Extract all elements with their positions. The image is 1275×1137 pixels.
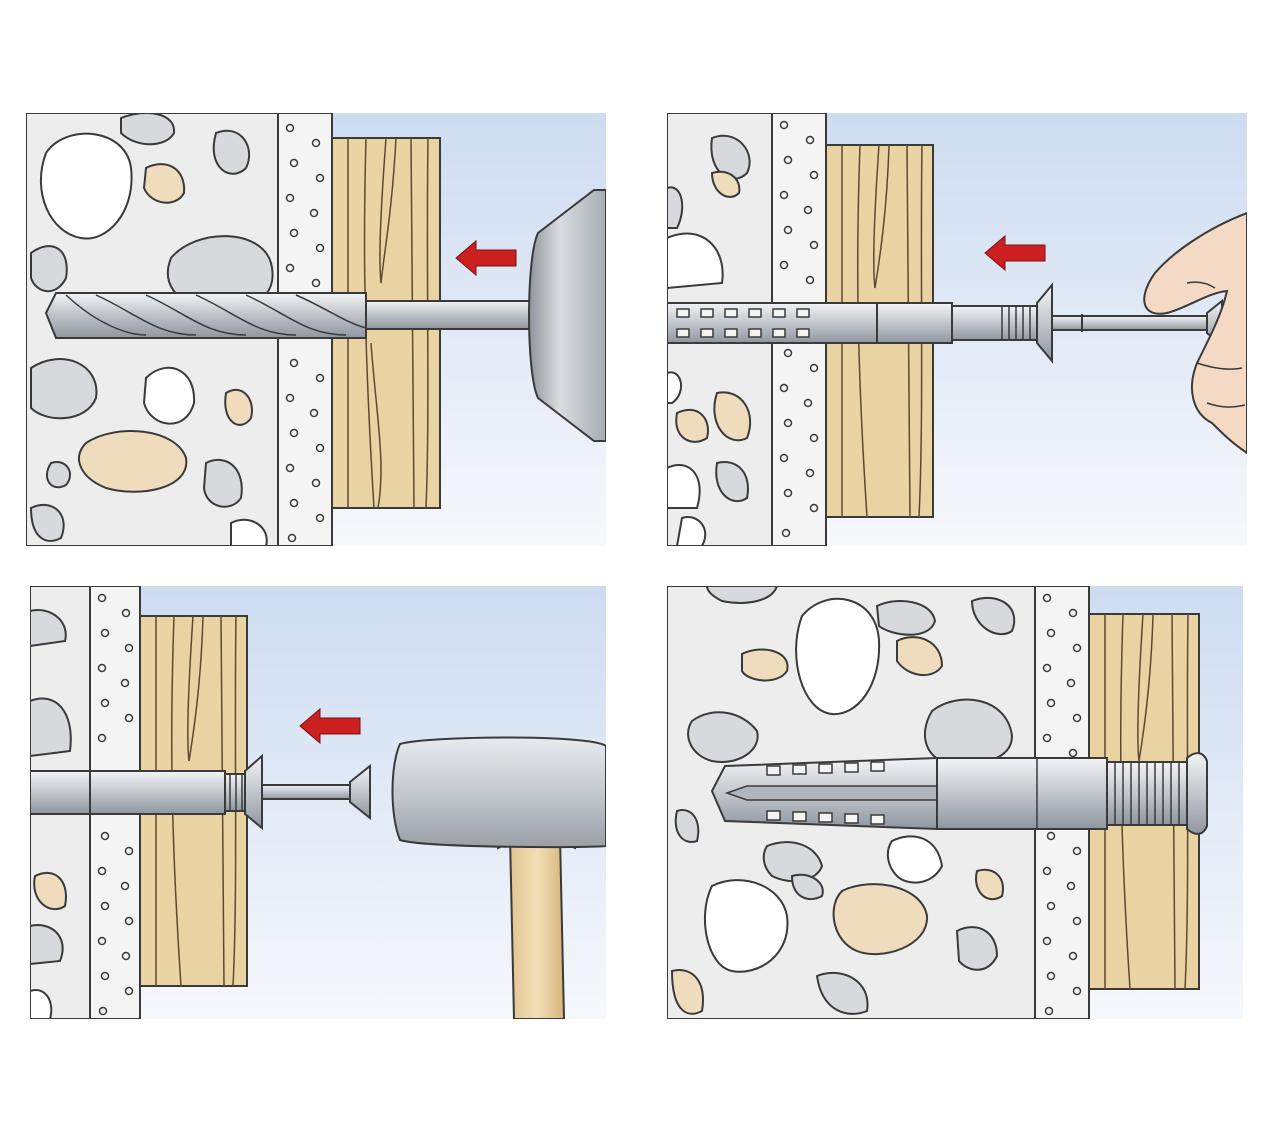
installed-anchor — [710, 752, 1208, 835]
frame-anchor — [667, 282, 1223, 364]
drill-chuck — [528, 189, 606, 442]
finger-lines — [1186, 281, 1246, 408]
wall-stones — [670, 586, 1016, 1015]
plaster-dots — [779, 120, 819, 538]
hammer — [391, 736, 606, 1019]
panel-step-4-installed — [667, 586, 1243, 1019]
wall-stones — [30, 609, 72, 1019]
direction-arrow — [984, 234, 1046, 272]
direction-arrow — [455, 239, 517, 277]
panel-step-1-drilling — [26, 113, 606, 546]
direction-arrow — [299, 707, 361, 745]
hand — [1143, 211, 1247, 455]
drill-bit — [44, 292, 547, 339]
plaster-dots — [97, 593, 134, 1016]
panel-step-2-insert — [667, 113, 1247, 546]
frame-anchor — [30, 753, 371, 831]
wall-stones — [29, 113, 274, 546]
plaster-dots — [1042, 593, 1082, 1016]
panel-step-3-hammer — [30, 586, 606, 1019]
plaster-dots — [285, 123, 325, 543]
wall-stones — [667, 134, 752, 546]
